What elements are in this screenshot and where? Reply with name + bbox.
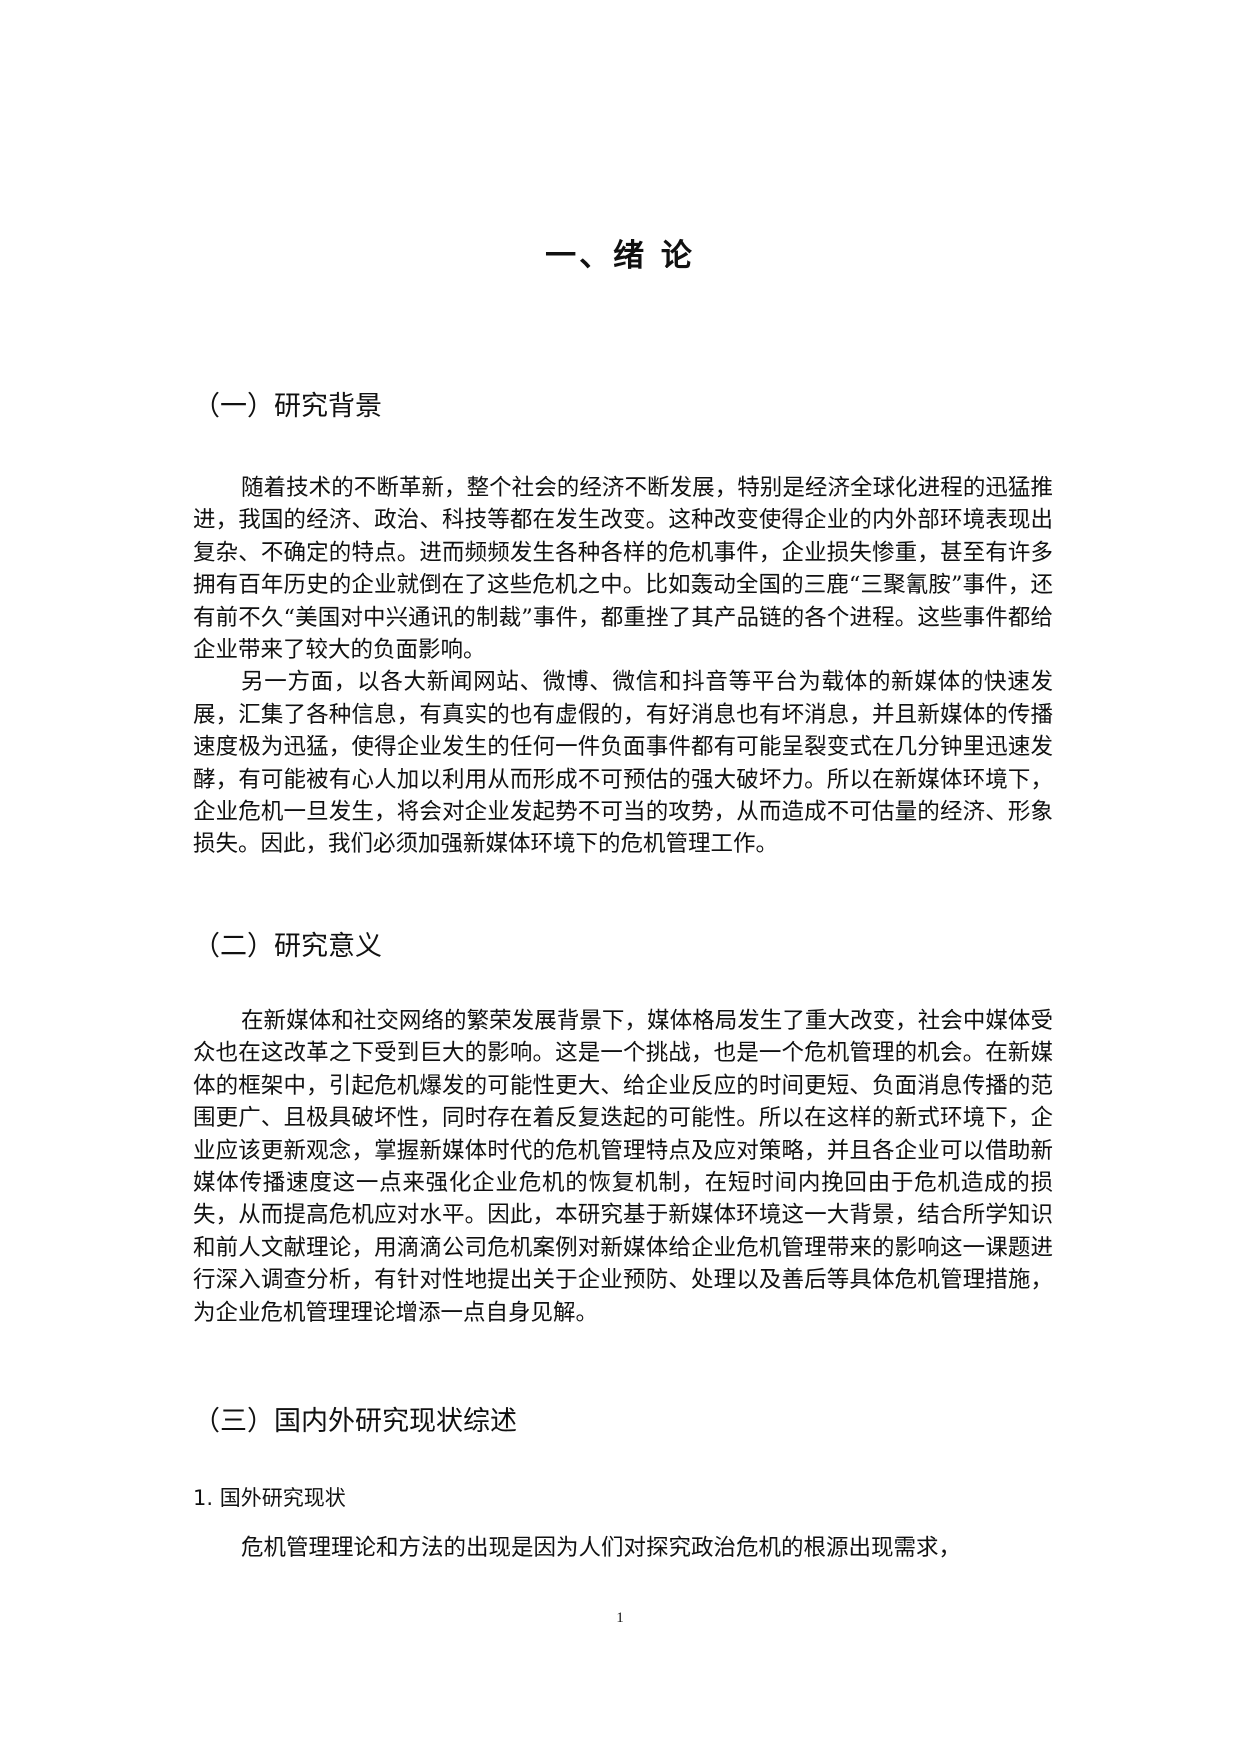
section-heading-background: （一）研究背景 <box>193 391 382 422</box>
chapter-title: 一、绪 论 <box>545 238 695 274</box>
section-heading-significance: （二）研究意义 <box>193 931 382 962</box>
paragraph: 危机管理理论和方法的出现是因为人们对探究政治危机的根源出现需求， <box>241 1535 962 1561</box>
page-number: 1 <box>616 1610 624 1626</box>
section-body-background: 随着技术的不断革新，整个社会的经济不断发展，特别是经济全球化进程的迅猛推进，我国… <box>193 472 1053 861</box>
section-heading-literature-review: （三）国内外研究现状综述 <box>193 1406 517 1437</box>
paragraph: 在新媒体和社交网络的繁荣发展背景下，媒体格局发生了重大改变，社会中媒体受众也在这… <box>193 1008 1053 1326</box>
paragraph: 另一方面，以各大新闻网站、微博、微信和抖音等平台为载体的新媒体的快速发展，汇集了… <box>193 669 1053 858</box>
subsection-body-foreign-research: 危机管理理论和方法的出现是因为人们对探究政治危机的根源出现需求， <box>193 1532 1053 1564</box>
subsection-heading-foreign-research: 1. 国外研究现状 <box>193 1486 346 1510</box>
paragraph: 随着技术的不断革新，整个社会的经济不断发展，特别是经济全球化进程的迅猛推进，我国… <box>193 475 1053 664</box>
section-body-significance: 在新媒体和社交网络的繁荣发展背景下，媒体格局发生了重大改变，社会中媒体受众也在这… <box>193 1005 1053 1329</box>
